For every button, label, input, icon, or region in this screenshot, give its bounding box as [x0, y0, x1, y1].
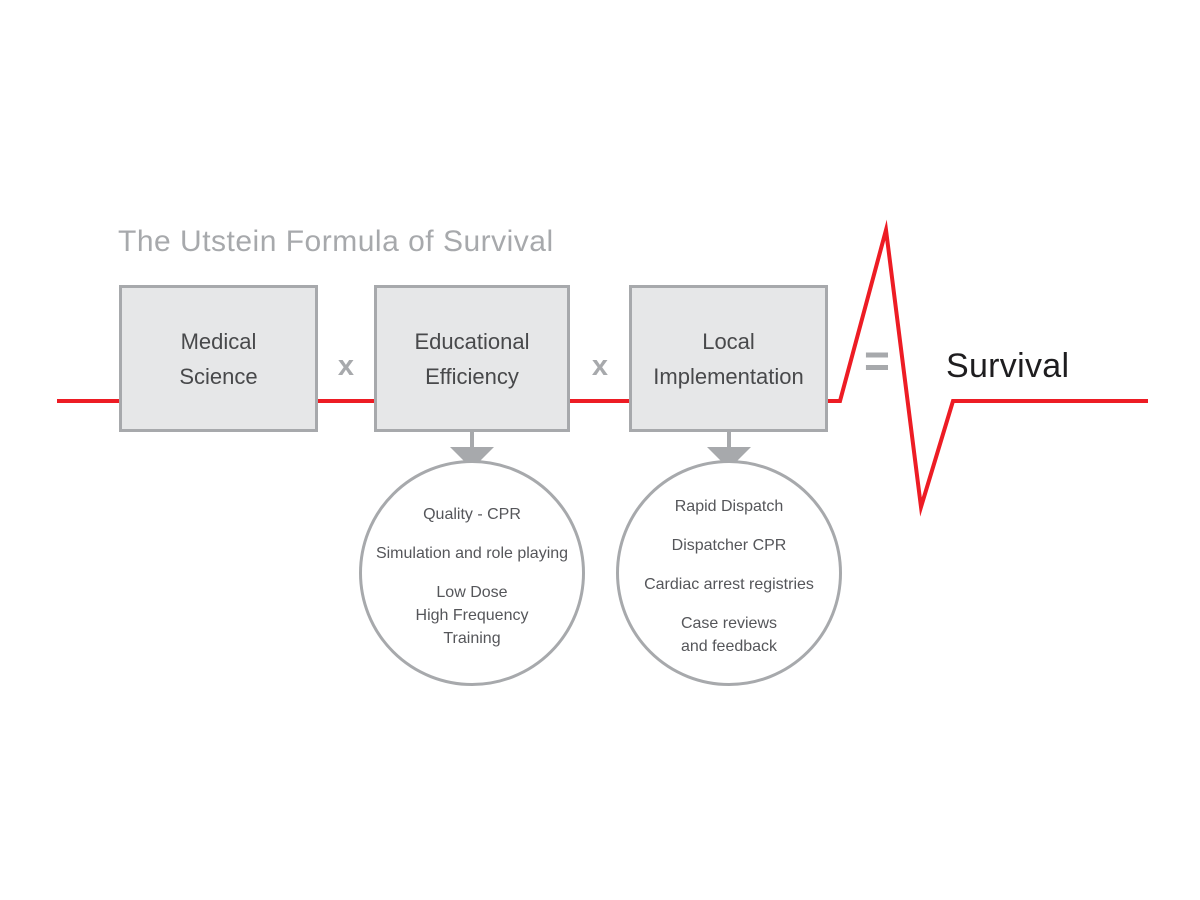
- detail-line: Simulation and role playing: [375, 544, 569, 562]
- detail-item: Dispatcher CPR: [672, 534, 787, 557]
- box-label-line: Science: [179, 363, 258, 389]
- box-label-line: Medical: [180, 328, 257, 354]
- box-label-line: Educational: [414, 328, 530, 354]
- detail-line: Dispatcher CPR: [671, 536, 787, 554]
- detail-line: Low Dose: [436, 583, 508, 601]
- multiply-operator: x: [591, 349, 609, 382]
- factor-box-local-implementation: Local Implementation: [629, 285, 828, 432]
- arrow-stem: [470, 432, 474, 449]
- box-label-line: Implementation: [653, 363, 804, 389]
- detail-item: Rapid Dispatch: [675, 495, 784, 518]
- factor-box-educational-efficiency: Educational Efficiency: [374, 285, 570, 432]
- arrow-stem: [727, 432, 731, 449]
- detail-line: Cardiac arrest registries: [644, 575, 814, 593]
- box-label-line: Efficiency: [425, 363, 519, 389]
- detail-line: and feedback: [680, 637, 778, 655]
- detail-line: Training: [443, 629, 501, 647]
- detail-item: Cardiac arrest registries: [644, 573, 814, 596]
- factor-box-medical-science: Medical Science: [119, 285, 318, 432]
- detail-line: Quality - CPR: [423, 505, 521, 523]
- detail-item: Case reviews and feedback: [681, 612, 777, 658]
- result-label: Survival: [946, 347, 1070, 385]
- educational-efficiency-detail-circle: Quality - CPR Simulation and role playin…: [359, 460, 585, 686]
- detail-item: Quality - CPR: [423, 503, 521, 526]
- detail-item: Low Dose High Frequency Training: [416, 581, 529, 650]
- equals-sign: =: [864, 335, 890, 388]
- detail-line: Rapid Dispatch: [674, 497, 784, 515]
- detail-item: Simulation and role playing: [376, 542, 568, 565]
- multiply-operator: x: [337, 349, 355, 382]
- diagram-title: The Utstein Formula of Survival: [118, 225, 554, 258]
- detail-line: Case reviews: [680, 614, 777, 632]
- detail-line: High Frequency: [415, 606, 529, 624]
- local-implementation-detail-circle: Rapid Dispatch Dispatcher CPR Cardiac ar…: [616, 460, 842, 686]
- box-label-line: Local: [702, 328, 755, 354]
